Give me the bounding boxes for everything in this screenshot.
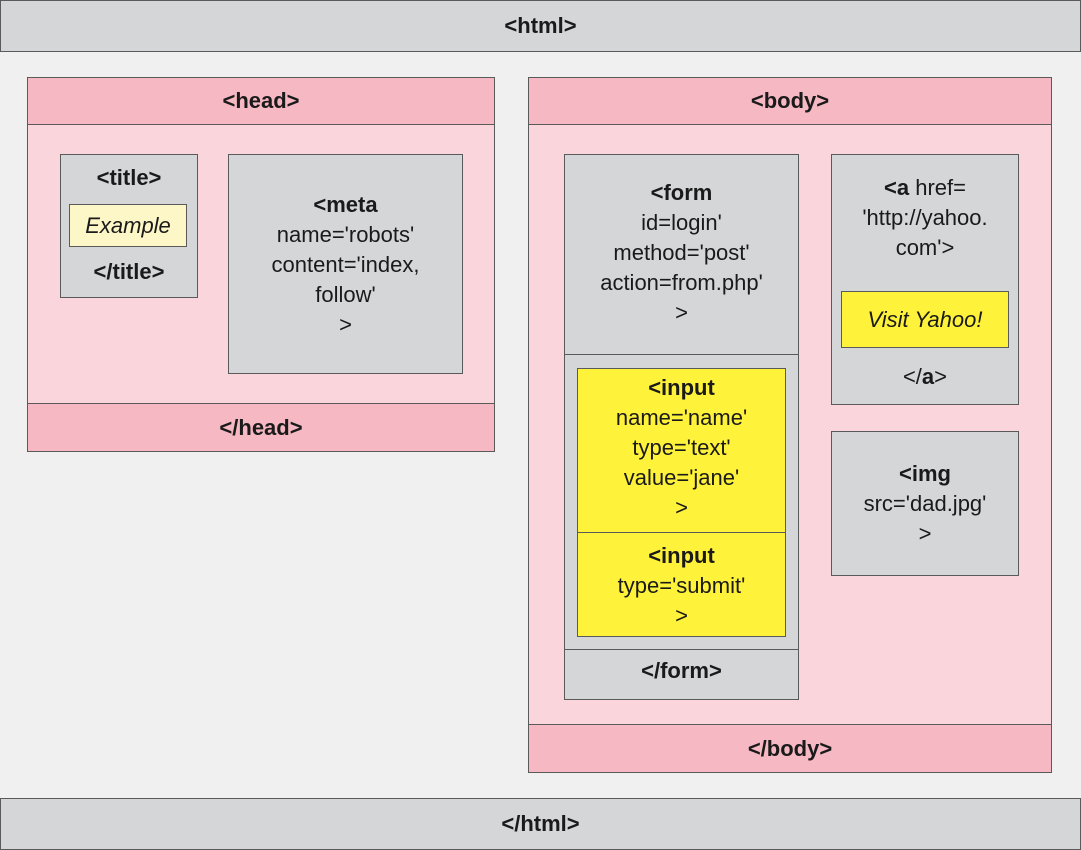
form-method-attr: method='post' [613,240,750,265]
input-text-tag: <input [648,375,715,400]
input-name-attr: name='name' [615,405,748,430]
anchor-element: <a href= 'http://yahoo. com'> [831,154,1019,405]
input-type-attr: type='text' [632,435,731,460]
form-close-divider [564,649,799,650]
img-src-attr: src='dad.jpg' [863,491,987,516]
input-text-end: > [675,495,688,520]
meta-content-attr-2: follow' [315,282,376,307]
input-submit-type-attr: type='submit' [617,573,746,598]
input-text-element: <input name='name' type='text' value='ja… [577,368,786,533]
title-text: Example [69,204,187,247]
form-open-tag: <form id=login' method='post' action=fro… [564,178,799,328]
meta-content-attr-1: content='index, [271,252,420,277]
form-end: > [675,300,688,325]
title-close-tag: </title> [93,259,165,284]
anchor-close-lt: </ [902,364,922,389]
anchor-href-value-2: com'> [895,235,955,260]
img-element: <img src='dad.jpg' > [831,431,1019,576]
anchor-close-gt: > [934,364,948,389]
form-divider [564,354,799,355]
title-open-tag: <title> [96,165,162,190]
head-open-tag: <head> [27,77,495,125]
head-close-tag: </head> [27,403,495,452]
anchor-link-text: Visit Yahoo! [841,291,1009,348]
anchor-tag: <a [884,175,910,200]
input-submit-element: <input type='submit' > [577,532,786,637]
html-close-tag: </html> [0,798,1081,850]
input-value-attr: value='jane' [623,465,740,490]
form-action-attr: action=from.php' [600,270,763,295]
body-open-tag: <body> [528,77,1052,125]
anchor-href-attr: href= [909,175,966,200]
anchor-close-a: a [921,364,935,389]
anchor-close-tag: </a> [831,362,1019,392]
img-tag: <img [899,461,951,486]
form-tag: <form [650,180,713,205]
body-close-tag: </body> [528,724,1052,773]
input-submit-end: > [675,603,688,628]
anchor-href-value-1: 'http://yahoo. [862,205,988,230]
html-open-tag: <html> [0,0,1081,52]
img-end: > [918,521,932,546]
meta-end: > [339,312,352,337]
meta-element: <meta name='robots' content='index, foll… [228,154,463,374]
form-close-tag: </form> [641,658,722,683]
input-submit-tag: <input [648,543,715,568]
meta-tag: <meta [313,192,378,217]
form-id-attr: id=login' [641,210,722,235]
meta-name-attr: name='robots' [276,222,415,247]
